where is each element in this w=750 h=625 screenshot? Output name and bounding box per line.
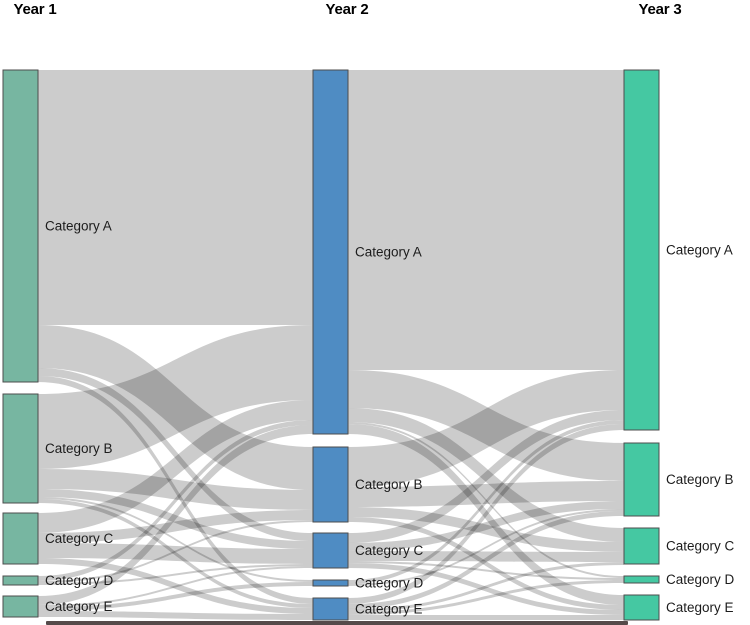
- flow-year-1-category-e-to-year-2-category-a[interactable]: [38, 425, 313, 605]
- node-label-year-1-category-b: Category B: [45, 441, 113, 456]
- flow-year-1-category-a-to-year-2-category-b[interactable]: [38, 325, 313, 490]
- node-label-year-3-category-b: Category B: [666, 472, 734, 487]
- flow-year-2-category-e-to-year-3-category-a[interactable]: [348, 424, 624, 604]
- column-header-year3: Year 3: [638, 1, 682, 18]
- flow-year-1-category-b-to-year-2-category-d[interactable]: [38, 497, 313, 582]
- node-year-2-category-d[interactable]: [312, 579, 349, 587]
- flow-year-1-category-d-to-year-2-category-b[interactable]: [38, 520, 313, 583]
- flow-year-2-category-d-to-year-3-category-b[interactable]: [348, 509, 624, 586]
- flow-year-2-category-b-to-year-3-category-c[interactable]: [348, 507, 624, 552]
- flow-year-1-category-b-to-year-2-category-a[interactable]: [38, 325, 313, 469]
- links-layer: [38, 70, 624, 620]
- flow-year-2-category-b-to-year-3-category-a[interactable]: [348, 370, 624, 487]
- node-year-1-category-c[interactable]: [2, 512, 39, 565]
- flow-year-2-category-a-to-year-3-category-b[interactable]: [348, 370, 624, 481]
- flow-year-2-category-c-to-year-3-category-c[interactable]: [348, 551, 624, 562]
- node-label-year-3-category-e: Category E: [666, 600, 734, 615]
- flow-year-2-category-e-to-year-3-category-e[interactable]: [348, 615, 624, 620]
- flow-year-2-category-c-to-year-3-category-a[interactable]: [348, 410, 624, 543]
- node-year-1-category-e[interactable]: [2, 595, 39, 618]
- node-year-3-category-b[interactable]: [623, 442, 660, 517]
- partial-bottom-bar: [46, 621, 628, 625]
- flow-year-2-category-e-to-year-3-category-d[interactable]: [348, 580, 624, 615]
- node-label-year-3-category-c: Category C: [666, 539, 735, 554]
- flow-year-1-category-a-to-year-2-category-a[interactable]: [38, 70, 313, 325]
- node-label-year-3-category-a: Category A: [666, 243, 733, 258]
- flow-year-1-category-d-to-year-2-category-a[interactable]: [38, 420, 313, 581]
- column-header-year2: Year 2: [325, 1, 369, 18]
- flow-year-2-category-e-to-year-3-category-c[interactable]: [348, 562, 624, 612]
- flow-year-1-category-b-to-year-2-category-c[interactable]: [38, 489, 313, 549]
- node-year-1-category-b[interactable]: [2, 393, 39, 504]
- node-year-1-category-d[interactable]: [2, 575, 39, 586]
- node-year-3-category-a[interactable]: [623, 69, 660, 431]
- flow-year-2-category-b-to-year-3-category-e[interactable]: [348, 517, 624, 610]
- node-label-year-1-category-e: Category E: [45, 599, 113, 614]
- node-year-3-category-d[interactable]: [623, 575, 660, 584]
- node-year-2-category-a[interactable]: [312, 69, 349, 435]
- node-label-year-2-category-c: Category C: [355, 543, 424, 558]
- flow-year-2-category-e-to-year-3-category-b[interactable]: [348, 511, 624, 609]
- node-year-1-category-a[interactable]: [2, 69, 39, 383]
- flow-year-2-category-a-to-year-3-category-d[interactable]: [348, 422, 624, 578]
- flow-year-1-category-c-to-year-2-category-c[interactable]: [38, 543, 313, 564]
- node-label-year-3-category-d: Category D: [666, 572, 735, 587]
- flow-year-2-category-c-to-year-3-category-b[interactable]: [348, 501, 624, 551]
- node-label-year-2-category-d: Category D: [355, 576, 424, 591]
- flow-year-1-category-b-to-year-2-category-e[interactable]: [38, 499, 313, 608]
- nodes-layer: [2, 69, 660, 621]
- node-label-year-1-category-d: Category D: [45, 573, 114, 588]
- flow-year-1-category-b-to-year-2-category-b[interactable]: [38, 469, 313, 510]
- labels-layer: Category A Category B Category C Category D…: [45, 219, 735, 617]
- flow-year-1-category-a-to-year-2-category-c[interactable]: [38, 368, 313, 541]
- node-year-3-category-e[interactable]: [623, 594, 660, 621]
- flow-year-2-category-d-to-year-3-category-a[interactable]: [348, 420, 624, 584]
- node-label-year-1-category-c: Category C: [45, 531, 114, 546]
- flow-year-1-category-e-to-year-2-category-e[interactable]: [38, 611, 313, 620]
- flow-year-1-category-c-to-year-2-category-a[interactable]: [38, 400, 313, 533]
- node-label-year-1-category-a: Category A: [45, 219, 112, 234]
- node-label-year-2-category-a: Category A: [355, 245, 422, 260]
- flow-year-1-category-c-to-year-2-category-e[interactable]: [38, 558, 313, 614]
- flow-year-2-category-a-to-year-3-category-c[interactable]: [348, 408, 624, 542]
- flow-year-1-category-e-to-year-2-category-d[interactable]: [38, 582, 313, 611]
- flow-year-2-category-c-to-year-3-category-e[interactable]: [348, 563, 624, 615]
- flow-year-1-category-d-to-year-2-category-c[interactable]: [38, 564, 313, 585]
- column-header-year1: Year 1: [13, 1, 57, 18]
- flow-year-2-category-a-to-year-3-category-a[interactable]: [348, 70, 624, 370]
- node-label-year-2-category-e: Category E: [355, 602, 423, 617]
- flow-year-1-category-e-to-year-2-category-c[interactable]: [38, 566, 313, 607]
- node-year-2-category-b[interactable]: [312, 446, 349, 523]
- node-year-2-category-e[interactable]: [312, 597, 349, 621]
- flow-year-1-category-c-to-year-2-category-b[interactable]: [38, 510, 313, 543]
- flow-year-2-category-c-to-year-3-category-d[interactable]: [348, 561, 624, 580]
- flow-year-2-category-b-to-year-3-category-b[interactable]: [348, 481, 624, 507]
- flow-year-2-category-a-to-year-3-category-e[interactable]: [348, 424, 624, 605]
- node-year-3-category-c[interactable]: [623, 527, 660, 565]
- node-year-2-category-c[interactable]: [312, 532, 349, 569]
- node-label-year-2-category-b: Category B: [355, 477, 423, 492]
- flow-year-1-category-a-to-year-2-category-e[interactable]: [38, 376, 313, 604]
